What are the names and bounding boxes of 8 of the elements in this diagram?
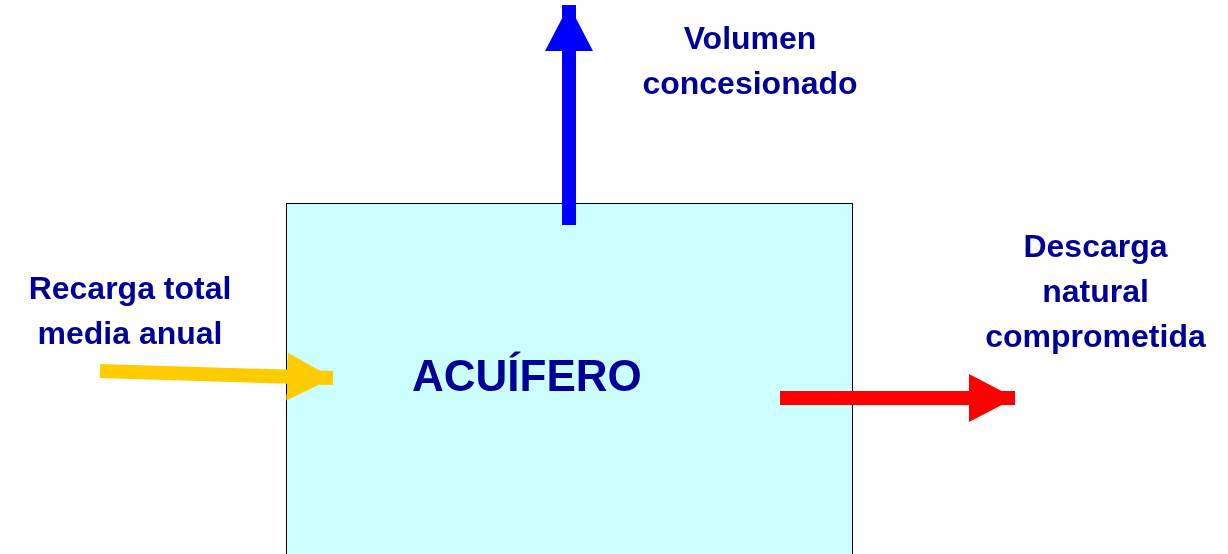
flow-label: Recarga total media anual (0, 266, 260, 356)
arrow (780, 374, 1015, 422)
flow-label: Volumen concesionado (615, 16, 885, 106)
arrow (545, 5, 593, 225)
flow-label: Descarga natural comprometida (973, 224, 1218, 359)
box-title: ACUÍFERO (412, 351, 642, 401)
arrow (99, 352, 334, 401)
aquifer-box (286, 203, 853, 554)
